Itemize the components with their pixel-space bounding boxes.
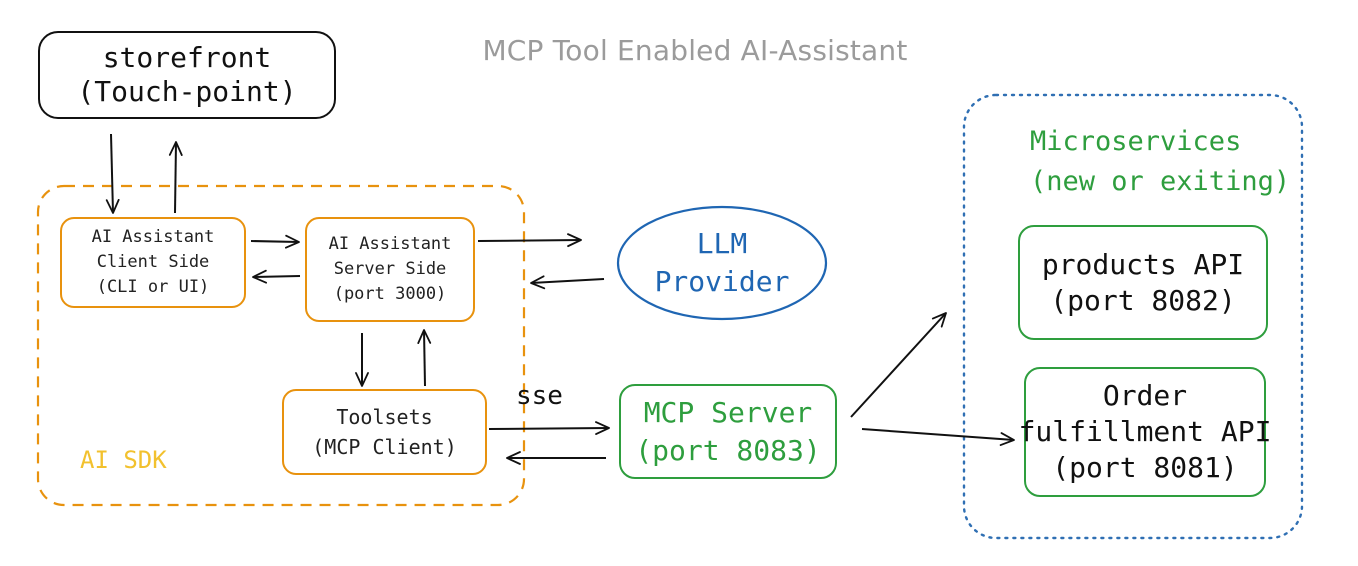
products-api-node: products API (port 8082) (1018, 225, 1268, 340)
arrow-client-to-server (250, 234, 300, 249)
arrow-llm-to-server (530, 275, 605, 290)
mcp-server-line-2: (port 8083) (635, 433, 821, 467)
toolsets-line-2: (MCP Client) (312, 435, 457, 459)
arrow-mcp-to-order (861, 428, 1015, 446)
order-api-line-1: Order (1102, 379, 1188, 412)
mcp-server-node: MCP Server (port 8083) (619, 384, 837, 479)
server-side-line-3: (port 3000) (333, 284, 447, 304)
microservices-line-2: (new or exiting) (1030, 166, 1291, 197)
mcp-server-line-1: MCP Server (643, 395, 813, 429)
arrow-server-to-llm (477, 233, 582, 248)
arrow-server-to-client (252, 269, 301, 284)
arrow-storefront-to-client (105, 133, 120, 214)
microservices-container (962, 93, 1304, 540)
llm-provider-node: LLM Provider (618, 208, 826, 318)
toolsets-mcp-client-node: Toolsets (MCP Client) (282, 389, 487, 475)
diagram-title: MCP Tool Enabled AI-Assistant (482, 34, 908, 67)
client-side-line-2: Client Side (96, 252, 210, 272)
storefront-label: storefront (102, 41, 272, 74)
storefront-sublabel: (Touch-point) (77, 75, 297, 108)
order-fulfillment-api-node: Order fulfillment API (port 8081) (1019, 367, 1271, 497)
client-side-line-1: AI Assistant (91, 227, 215, 247)
sse-label: sse (516, 381, 563, 411)
server-side-line-1: AI Assistant (328, 234, 452, 254)
storefront-node: storefront (Touch-point) (38, 31, 336, 119)
ai-assistant-client-side-node: AI Assistant Client Side (CLI or UI) (60, 217, 246, 308)
products-api-line-1: products API (1041, 247, 1245, 281)
arrow-toolsets-to-mcp (488, 421, 610, 436)
order-api-line-3: (port 8081) (1052, 451, 1238, 484)
arrow-mcp-to-products (850, 312, 947, 418)
order-api-line-2: fulfillment API (1018, 415, 1272, 448)
products-api-line-2: (port 8082) (1050, 283, 1236, 317)
llm-provider-ellipse (616, 205, 828, 321)
arrow-client-to-storefront (168, 141, 183, 214)
microservices-label: Microservices (new or exiting) (1030, 122, 1290, 202)
arrow-toolsets-to-server (417, 329, 432, 387)
ai-sdk-label: AI SDK (80, 446, 167, 474)
ai-assistant-server-side-node: AI Assistant Server Side (port 3000) (305, 217, 475, 322)
toolsets-line-1: Toolsets (336, 405, 433, 429)
llm-provider-line-2: Provider (654, 265, 790, 298)
ai-sdk-container (36, 184, 526, 507)
server-side-line-2: Server Side (333, 259, 447, 279)
llm-provider-line-1: LLM (696, 227, 748, 260)
microservices-line-1: Microservices (1030, 126, 1242, 157)
client-side-line-3: (CLI or UI) (96, 277, 210, 297)
